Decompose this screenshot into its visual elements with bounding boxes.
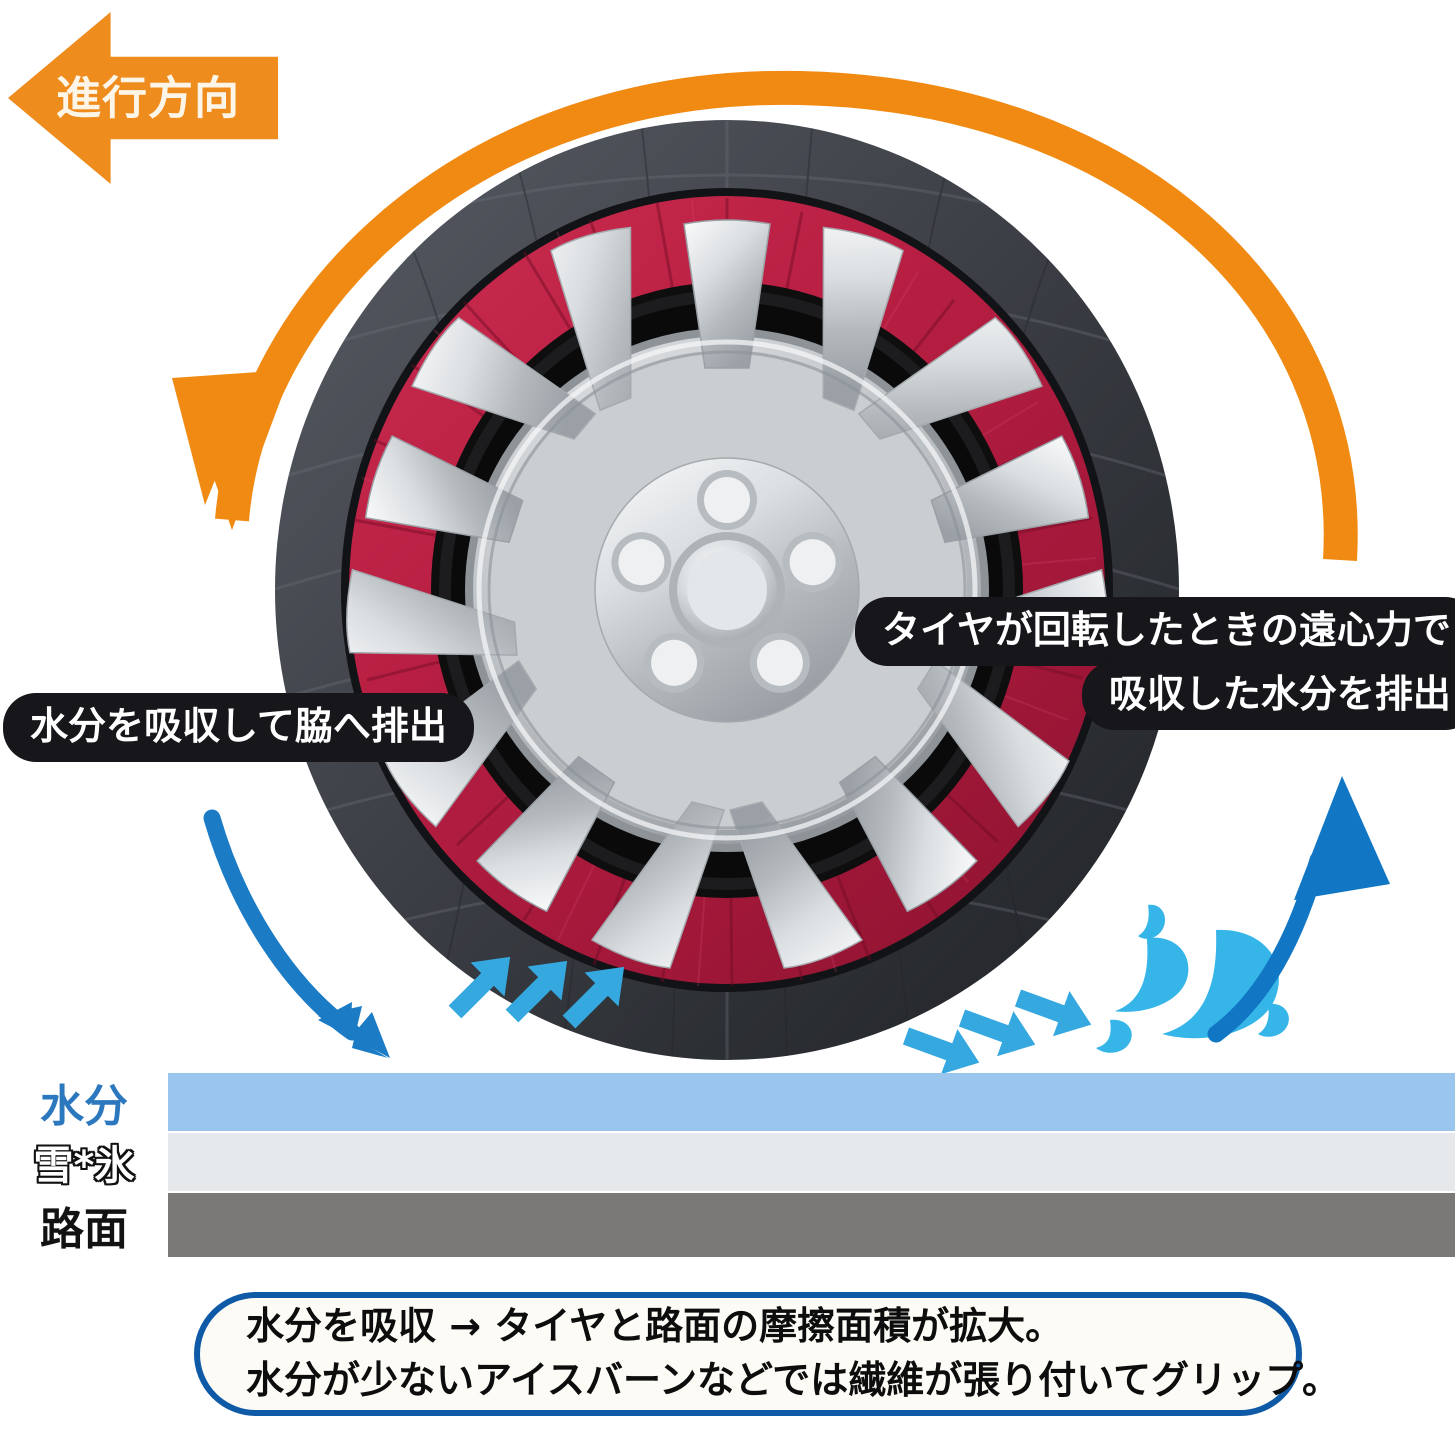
curved-up-arrow-icon: [1207, 776, 1390, 1043]
callout-right-row-2: 吸収した水分を排出: [866, 667, 1455, 732]
tire-with-fabric-snow-sock-icon: [262, 120, 1192, 1065]
layer-row-snow-ice: 雪*氷: [0, 1133, 1455, 1191]
direction-of-travel-arrow: 進行方向: [8, 12, 278, 184]
direction-arrow-label: 進行方向: [56, 71, 241, 125]
caption-line-1: 水分を吸収 → タイヤと路面の摩擦面積が拡大。: [246, 1304, 1064, 1349]
callout-right-row-1: タイヤが回転したときの遠心力で: [866, 604, 1455, 668]
layer-bar-road: [168, 1193, 1455, 1257]
callout-left: 水分を吸収して脇へ排出: [14, 700, 463, 755]
caption-line-2: 水分が少ないアイスバーンなどでは繊維が張り付いてグリップ。: [246, 1358, 1341, 1402]
layer-bar-water: [168, 1073, 1455, 1131]
callout-left-line-1: 水分を吸収して脇へ排出: [14, 700, 463, 755]
layer-label-snow-ice: 雪*氷: [33, 1143, 135, 1189]
layer-label-water: 水分: [40, 1081, 128, 1132]
callout-right-line-1: タイヤが回転したときの遠心力で: [866, 604, 1455, 659]
layer-bar-snow-ice: [168, 1133, 1455, 1191]
callout-right-line-2: 吸収した水分を排出: [1092, 667, 1455, 723]
layer-label-road: 路面: [40, 1204, 128, 1255]
road-surface-layer-diagram: 水分 雪*氷 路面: [0, 1073, 1455, 1263]
layer-row-water: 水分: [0, 1073, 1455, 1132]
summary-caption-box: 水分を吸収 → タイヤと路面の摩擦面積が拡大。 水分が少ないアイスバーンなどでは…: [194, 1292, 1341, 1416]
layer-row-road: 路面: [0, 1193, 1455, 1257]
callout-right: タイヤが回転したときの遠心力で 吸収した水分を排出: [866, 604, 1455, 732]
